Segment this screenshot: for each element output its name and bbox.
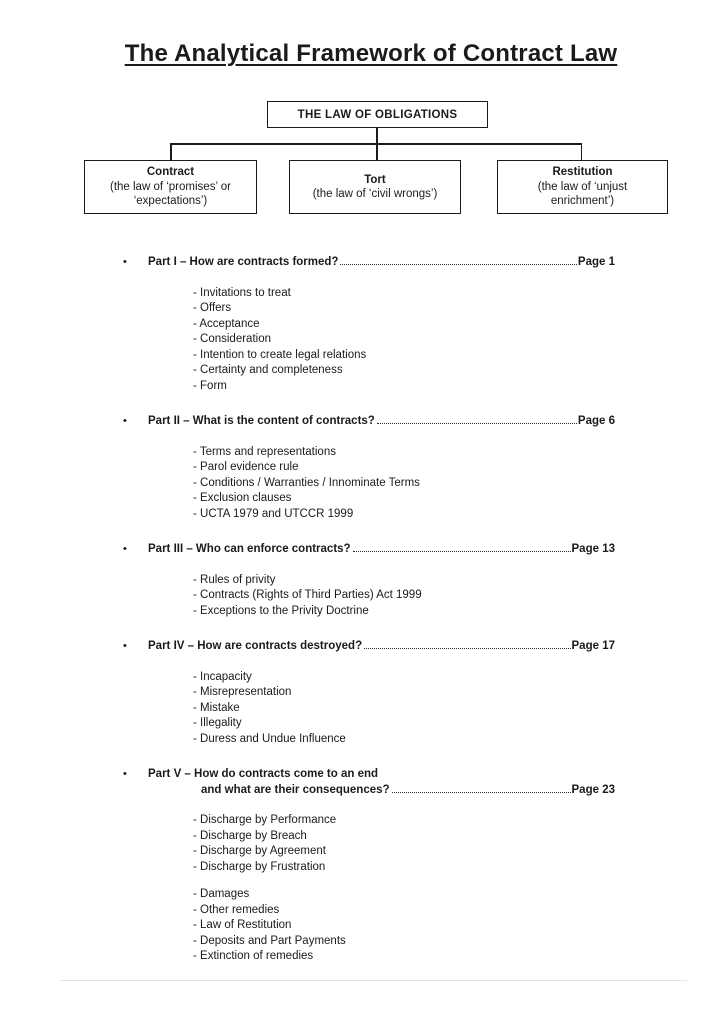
connector-horizontal	[170, 143, 582, 145]
toc-item: - Contracts (Rights of Third Parties) Ac…	[193, 589, 422, 601]
toc-item: - Certainty and completeness	[193, 364, 343, 376]
toc-part-heading: • Part IV – How are contracts destroyed?…	[123, 639, 615, 655]
toc-item: - Offers	[193, 302, 232, 314]
bullet-icon: •	[123, 768, 127, 780]
toc-item: - Conditions / Warranties / Innominate T…	[193, 476, 420, 489]
toc-item: - Discharge by Breach	[193, 829, 307, 842]
root-box-label: THE LAW OF OBLIGATIONS	[297, 108, 458, 121]
dot-leader	[376, 423, 577, 424]
branch-description: (the law of ‘civil wrongs’)	[312, 188, 438, 200]
toc-item: - UCTA 1979 and UTCCR 1999	[193, 507, 354, 520]
root-box-law-of-obligations: THE LAW OF OBLIGATIONS	[267, 101, 488, 128]
law-of-obligations-diagram: THE LAW OF OBLIGATIONS Contract (the law…	[0, 101, 728, 216]
toc-item: - Misrepresentation	[193, 686, 292, 698]
toc-item: - Deposits and Part Payments	[193, 934, 346, 947]
bullet-icon: •	[123, 543, 127, 555]
part-heading-text: and what are their consequences?	[201, 783, 390, 796]
toc-part-heading: • Part I – How are contracts formed? Pag…	[123, 255, 615, 271]
toc-item: - Discharge by Agreement	[193, 845, 326, 857]
toc-part-heading: • Part II – What is the content of contr…	[123, 414, 615, 430]
toc-part-items: - Terms and representations - Parol evid…	[193, 445, 615, 523]
branch-box-contract: Contract (the law of ‘promises’ or ‘expe…	[84, 160, 257, 214]
branch-description: (the law of ‘unjust enrichment’)	[537, 180, 628, 208]
page-ref: Page 1	[577, 256, 615, 268]
toc-item: - Invitations to treat	[193, 286, 291, 299]
toc-part-items-group2: - Damages - Other remedies - Law of Rest…	[193, 887, 615, 965]
part-heading-text: Part I – How are contracts formed?	[148, 256, 339, 268]
table-of-contents: • Part I – How are contracts formed? Pag…	[123, 255, 615, 965]
toc-item: - Other remedies	[193, 903, 280, 916]
connector-stub-right	[580, 143, 582, 161]
toc-item: - Acceptance	[193, 317, 260, 330]
toc-item: - Duress and Undue Influence	[193, 732, 346, 745]
toc-item: - Mistake	[193, 701, 240, 714]
toc-part-heading: • Part III – Who can enforce contracts? …	[123, 542, 615, 558]
bullet-icon: •	[123, 415, 127, 427]
page-ref: Page 6	[577, 415, 615, 427]
dot-leader	[391, 791, 571, 793]
part-heading-text: Part V – How do contracts come to an end	[148, 768, 379, 780]
toc-part-4: • Part IV – How are contracts destroyed?…	[123, 639, 615, 747]
toc-part-items: - Discharge by Performance - Discharge b…	[193, 813, 615, 875]
toc-part-items: - Invitations to treat - Offers - Accept…	[193, 286, 615, 395]
dot-leader	[352, 551, 571, 552]
branch-description: (the law of ‘promises’ or ‘expectations’…	[109, 180, 231, 208]
toc-item: - Incapacity	[193, 670, 252, 683]
connector-vertical-center	[376, 128, 378, 161]
branch-title: Restitution	[552, 166, 613, 179]
toc-part-3: • Part III – Who can enforce contracts? …	[123, 542, 615, 619]
toc-item: - Intention to create legal relations	[193, 348, 367, 361]
part-heading-text: Part III – Who can enforce contracts?	[148, 543, 351, 555]
toc-item: - Discharge by Performance	[193, 814, 337, 826]
part-heading-text: Part IV – How are contracts destroyed?	[148, 640, 363, 652]
toc-item: - Consideration	[193, 333, 271, 345]
toc-part-5: • Part V – How do contracts come to an e…	[123, 767, 615, 965]
toc-item: - Terms and representations	[193, 445, 336, 458]
branch-box-tort: Tort (the law of ‘civil wrongs’)	[289, 160, 461, 214]
toc-part-heading: • Part V – How do contracts come to an e…	[123, 767, 615, 783]
toc-item: - Law of Restitution	[193, 919, 292, 931]
toc-item: - Parol evidence rule	[193, 461, 299, 473]
toc-item: - Extinction of remedies	[193, 950, 314, 962]
page-ref: Page 23	[571, 783, 615, 796]
dot-leader	[340, 264, 577, 265]
toc-item: - Exceptions to the Privity Doctrine	[193, 604, 369, 617]
page-ref: Page 13	[571, 543, 615, 555]
page-title: The Analytical Framework of Contract Law	[124, 40, 618, 67]
toc-item: - Illegality	[193, 717, 242, 729]
toc-item: - Form	[193, 379, 227, 392]
toc-item: - Discharge by Frustration	[193, 860, 326, 873]
toc-part-items: - Incapacity - Misrepresentation - Mista…	[193, 670, 615, 748]
branch-title: Tort	[364, 173, 386, 186]
bullet-icon: •	[123, 256, 127, 268]
bottom-divider	[60, 980, 687, 981]
branch-title: Contract	[146, 166, 195, 179]
dot-leader	[364, 648, 571, 649]
connector-stub-left	[170, 143, 172, 161]
branch-box-restitution: Restitution (the law of ‘unjust enrichme…	[497, 160, 668, 214]
part-heading-text: Part II – What is the content of contrac…	[148, 415, 375, 427]
toc-part-heading-line2: and what are their consequences? Page 23	[123, 783, 615, 799]
toc-item: - Damages	[193, 888, 250, 900]
toc-part-1: • Part I – How are contracts formed? Pag…	[123, 255, 615, 394]
toc-part-2: • Part II – What is the content of contr…	[123, 414, 615, 522]
toc-part-items: - Rules of privity - Contracts (Rights o…	[193, 573, 615, 620]
page-ref: Page 17	[571, 640, 615, 652]
bullet-icon: •	[123, 640, 127, 652]
toc-item: - Rules of privity	[193, 573, 276, 586]
toc-item: - Exclusion clauses	[193, 492, 292, 504]
